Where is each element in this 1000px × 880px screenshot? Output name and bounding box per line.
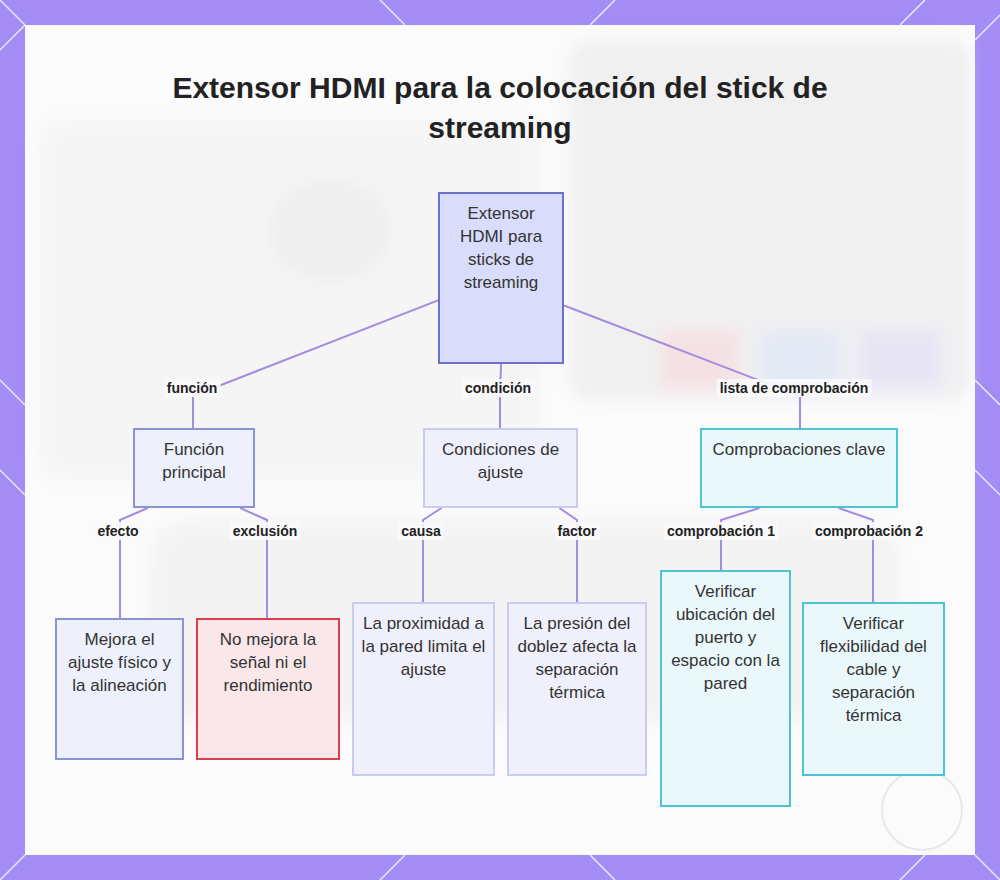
node-label: Extensor HDMI para sticks de streaming [445,202,557,294]
logo-mark [882,770,962,850]
edge-label: lista de comprobación [717,379,872,397]
node-label: Verificar ubicación del puerto y espacio… [667,580,784,695]
edge-label: factor [555,522,600,540]
process-box: Mejora el ajuste físico y la alineación [55,618,184,760]
node-label: Comprobaciones clave [707,438,891,461]
card [25,25,975,855]
edge-label: función [164,379,221,397]
node-label: Función principal [140,438,248,484]
connector-line [193,300,438,428]
edge-label: comprobación 2 [812,522,926,540]
process-box: Condiciones de ajuste [423,428,578,508]
node-label: Mejora el ajuste físico y la alineación [62,628,177,697]
node-label: Verificar flexibilidad del cable y separ… [809,612,938,727]
process-box: Verificar ubicación del puerto y espacio… [660,570,791,807]
process-box: La proximidad a la pared limita el ajust… [352,602,495,776]
process-box: No mejora la señal ni el rendimiento [196,618,340,760]
edge-label: exclusión [230,522,301,540]
edge-label: efecto [94,522,141,540]
edge-label: comprobación 1 [664,522,778,540]
node-label: La presión del doblez afecta la separaci… [514,612,640,704]
process-box: Verificar flexibilidad del cable y separ… [802,602,945,776]
process-box: Extensor HDMI para sticks de streaming [438,192,564,364]
process-box: Comprobaciones clave [700,428,898,508]
process-box: La presión del doblez afecta la separaci… [507,602,647,776]
node-label: Condiciones de ajuste [430,438,571,484]
edge-label: condición [462,379,534,397]
edge-label: causa [398,522,444,540]
connector-line [564,306,800,428]
node-label: La proximidad a la pared limita el ajust… [359,612,488,681]
process-box: Función principal [133,428,255,508]
diagram-title: Extensor HDMI para la colocación del sti… [170,68,830,148]
node-label: No mejora la señal ni el rendimiento [203,628,333,697]
